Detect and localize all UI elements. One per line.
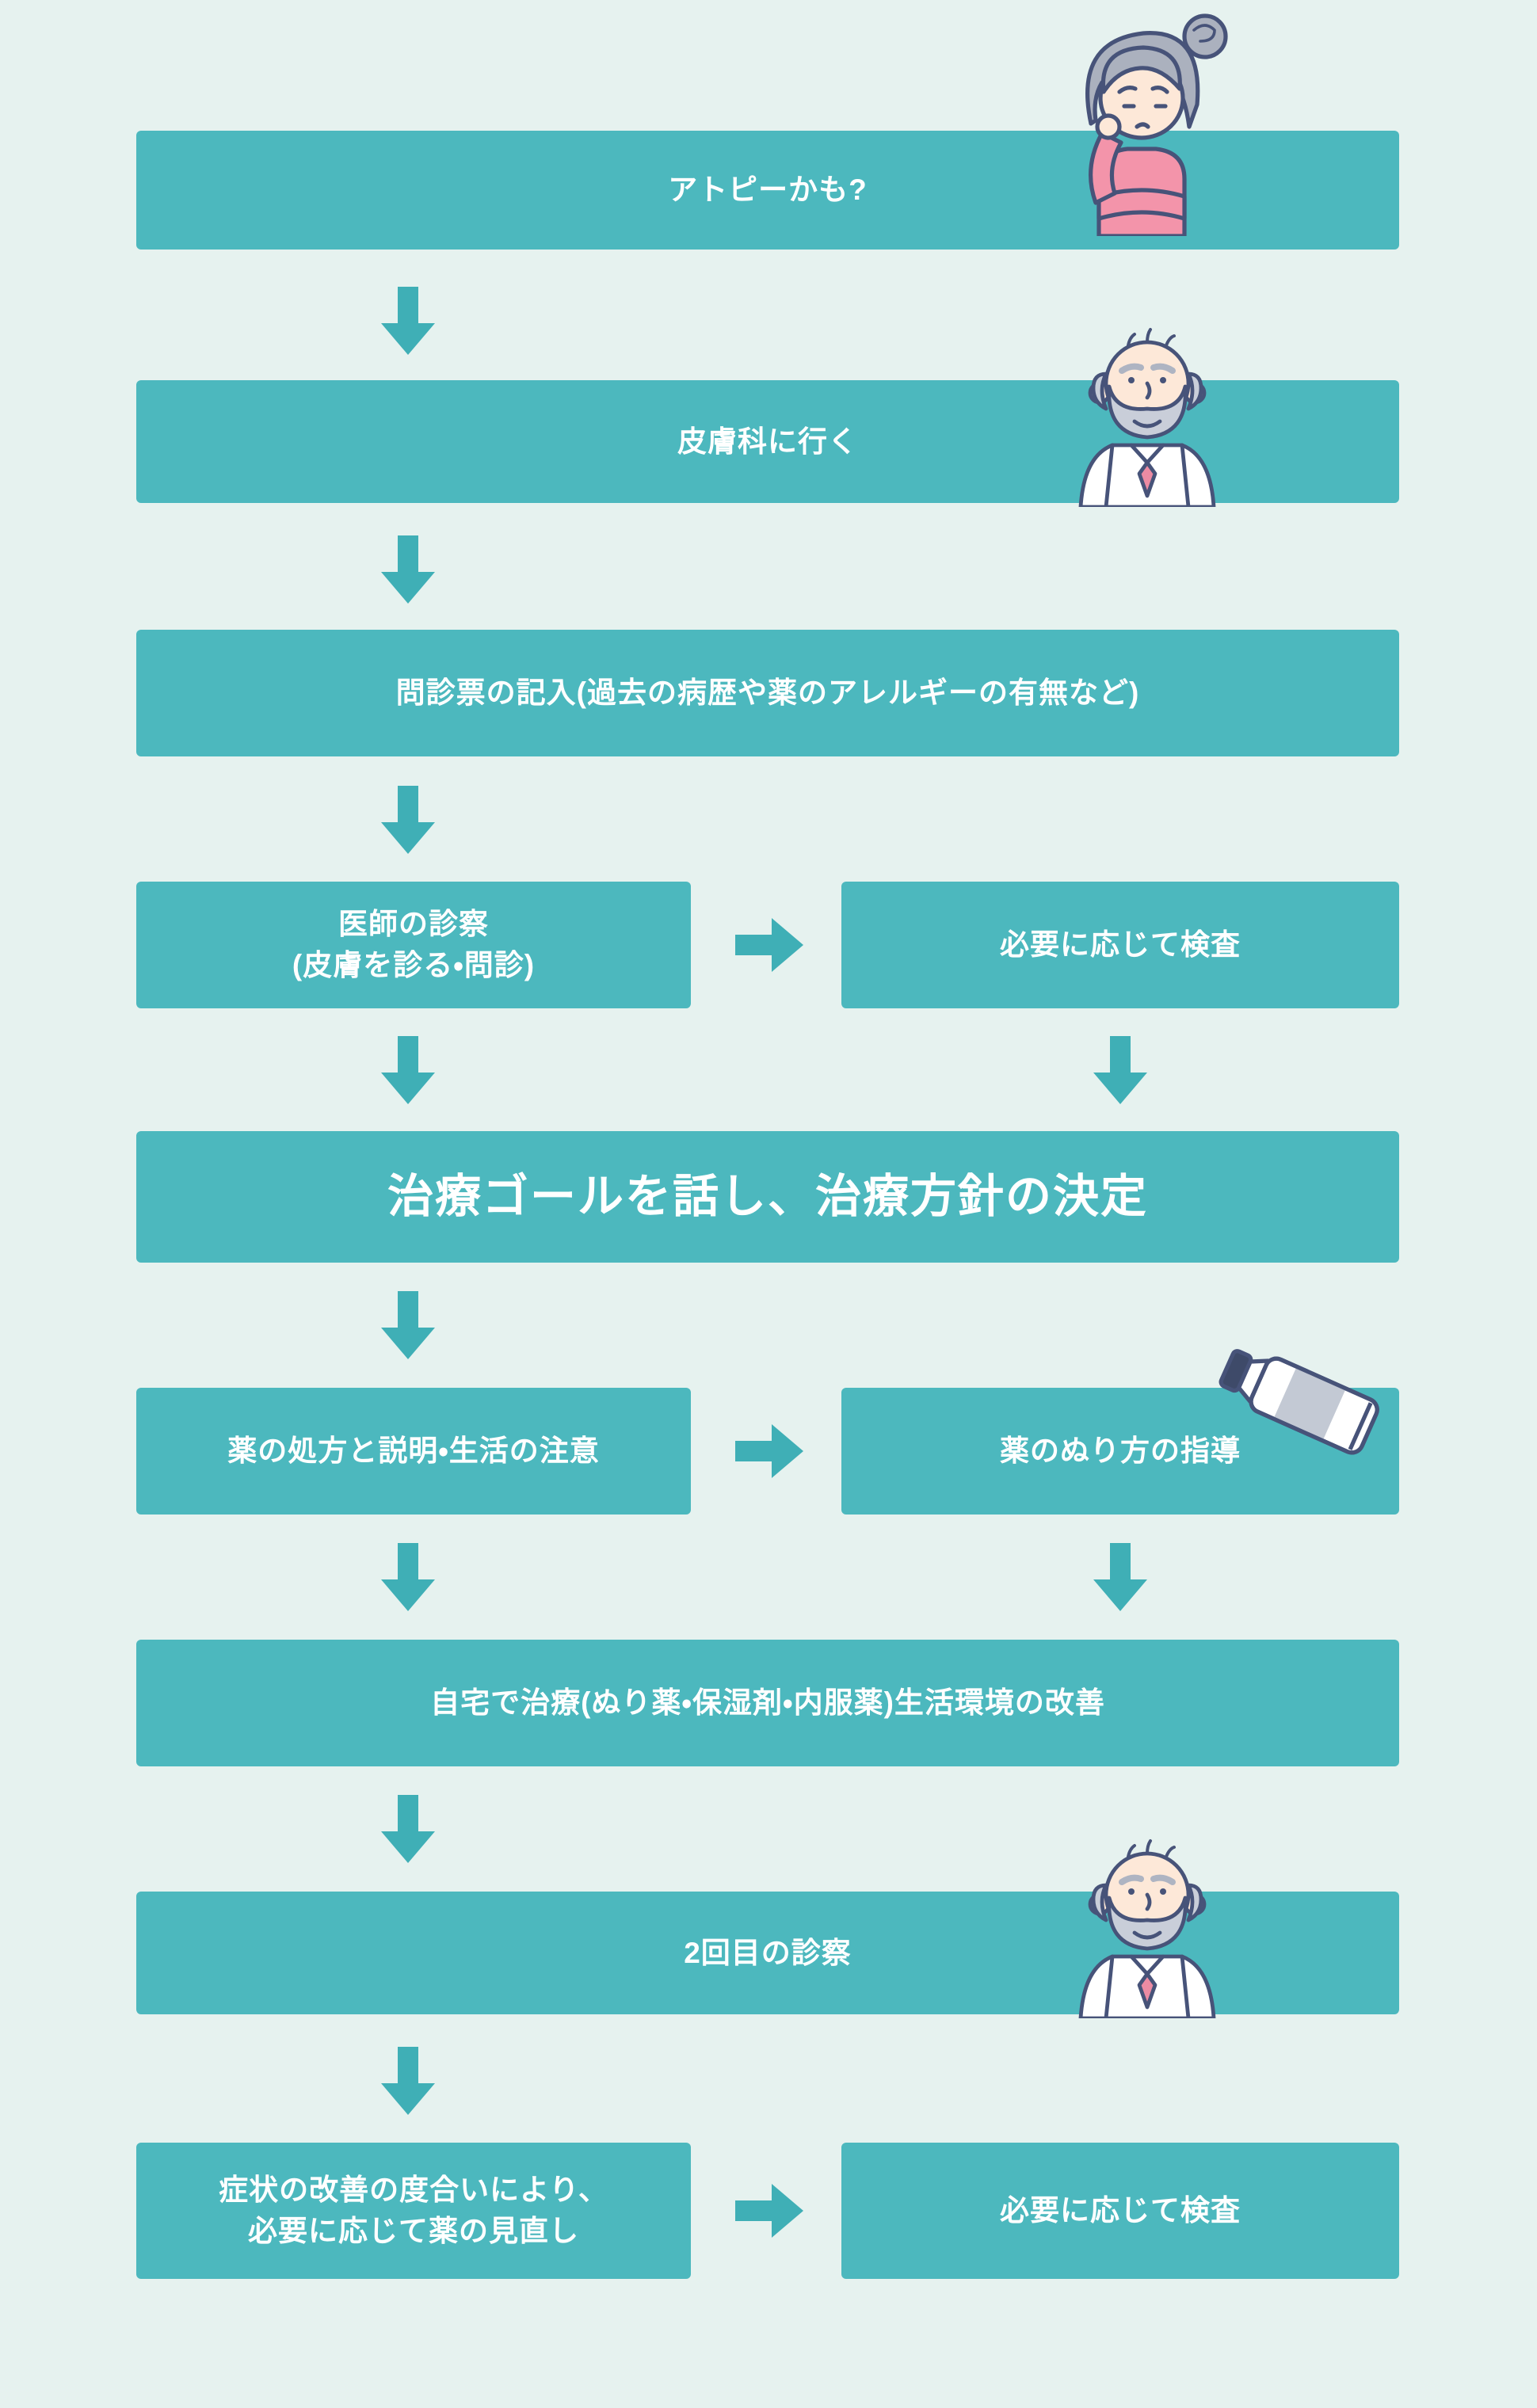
right-arrow <box>735 2184 803 2238</box>
node-test-if-needed-1-label: 必要に応じて検査 <box>1000 928 1241 962</box>
down-arrow <box>381 1795 435 1863</box>
node-questionnaire: 問診票の記入(過去の病歴や薬のアレルギーの有無など) <box>136 630 1399 756</box>
node-home-treatment: 自宅で治療(ぬり薬・保湿剤・内服薬)生活環境の改善 <box>136 1640 1399 1766</box>
down-arrow <box>1093 1543 1147 1611</box>
down-arrow <box>381 1543 435 1611</box>
node-doctor-exam-label: 医師の診察 (皮膚を診る・問診) <box>292 908 536 981</box>
doctor-illustration <box>1078 1839 1216 2018</box>
ointment-tube-illustration <box>1219 1349 1379 1455</box>
down-arrow <box>381 287 435 355</box>
node-medication-review-label: 症状の改善の度合いにより、 必要に応じて薬の見直し <box>219 2174 608 2247</box>
node-treatment-goal-label: 治療ゴールを話し、治療方針の決定 <box>387 1171 1148 1223</box>
doctor-illustration <box>1078 328 1216 507</box>
down-arrow <box>381 786 435 854</box>
node-prescription: 薬の処方と説明・生活の注意 <box>136 1388 691 1515</box>
node-atopy-maybe: アトピーかも? <box>136 131 1399 250</box>
worried-woman-illustration <box>1085 13 1228 236</box>
node-atopy-maybe-label: アトピーかも? <box>668 173 868 207</box>
node-go-dermatology-label: 皮膚科に行く <box>677 425 858 458</box>
right-arrow <box>735 918 803 972</box>
node-medication-review: 症状の改善の度合いにより、 必要に応じて薬の見直し <box>136 2143 691 2279</box>
down-arrow <box>381 1036 435 1104</box>
node-second-visit-label: 2回目の診察 <box>684 1936 852 1969</box>
node-treatment-goal: 治療ゴールを話し、治療方針の決定 <box>136 1131 1399 1263</box>
right-arrow <box>735 1424 803 1478</box>
node-doctor-exam: 医師の診察 (皮膚を診る・問診) <box>136 882 691 1008</box>
node-test-if-needed-2-label: 必要に応じて検査 <box>1000 2194 1241 2227</box>
node-home-treatment-label: 自宅で治療(ぬり薬・保湿剤・内服薬)生活環境の改善 <box>430 1686 1105 1720</box>
node-prescription-label: 薬の処方と説明・生活の注意 <box>227 1435 600 1468</box>
node-test-if-needed-1: 必要に応じて検査 <box>841 882 1399 1008</box>
down-arrow <box>1093 1036 1147 1104</box>
node-questionnaire-label: 問診票の記入(過去の病歴や薬のアレルギーの有無など) <box>395 676 1140 710</box>
node-test-if-needed-2: 必要に応じて検査 <box>841 2143 1399 2279</box>
down-arrow <box>381 2047 435 2115</box>
node-application-guidance-label: 薬のぬり方の指導 <box>1000 1435 1241 1468</box>
down-arrow <box>381 1291 435 1359</box>
down-arrow <box>381 535 435 604</box>
